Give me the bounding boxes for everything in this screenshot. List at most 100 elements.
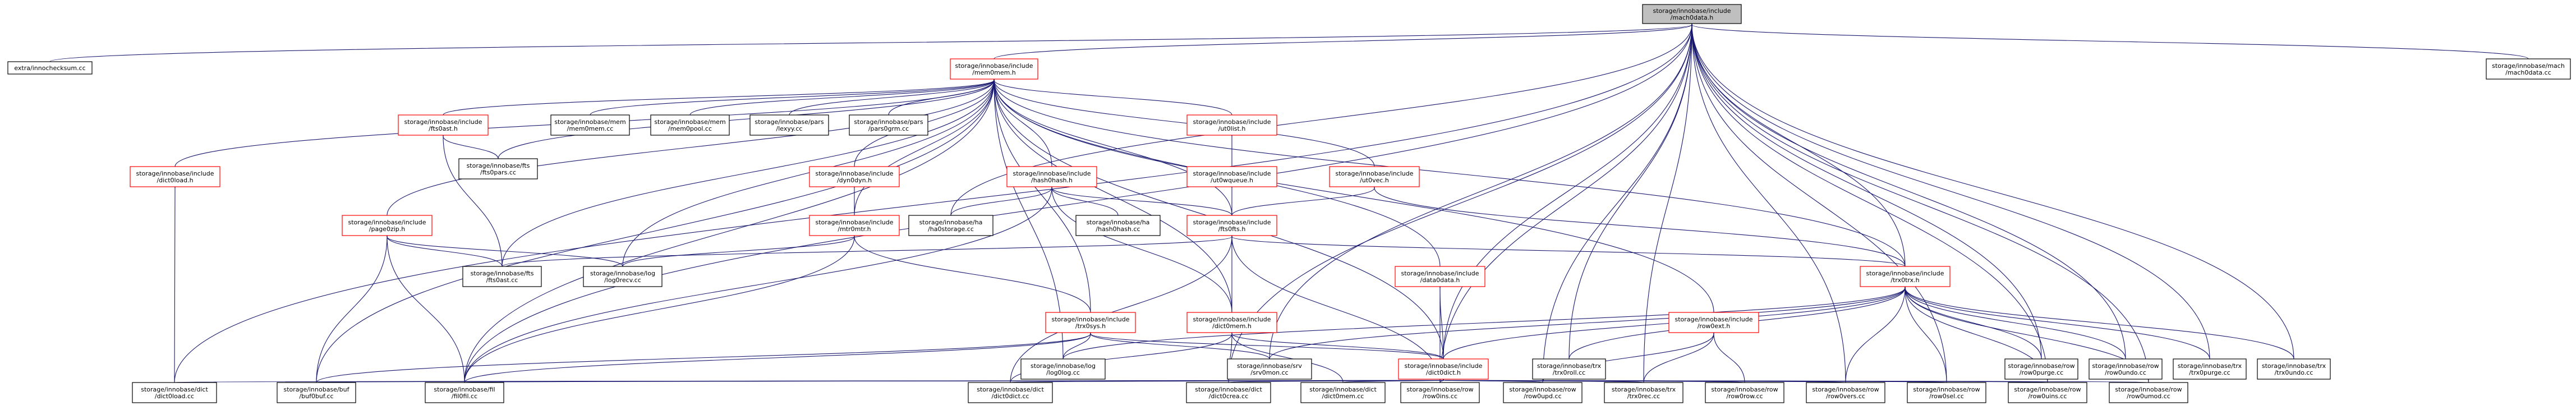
node-mem0mem[interactable]: storage/innobase/include/mem0mem.h — [950, 58, 1038, 80]
node-box — [1642, 4, 1742, 24]
edge-dict0dict-to-row0umod_cc — [1438, 375, 2149, 383]
node-row0row_cc[interactable]: storage/innobase/row/row0row.cc — [1705, 382, 1784, 403]
edge-mem0mem-to-mtr0mtr — [854, 75, 997, 216]
node-label-line: storage/innobase/include — [404, 118, 482, 126]
node-box — [1045, 312, 1136, 333]
node-ha0storage[interactable]: storage/innobase/ha/ha0storage.cc — [908, 215, 993, 236]
node-label-line: storage/innobase/include — [1193, 170, 1271, 177]
node-lexyy_cc[interactable]: storage/innobase/pars/lexyy.cc — [749, 114, 829, 136]
node-label-line: storage/innobase/ha — [919, 219, 983, 226]
node-box — [1907, 382, 1986, 403]
node-dict0load[interactable]: storage/innobase/include/dict0load.h — [130, 166, 220, 187]
node-ut0wqueue[interactable]: storage/innobase/include/ut0wqueue.h — [1186, 166, 1277, 187]
node-box — [1227, 358, 1312, 380]
node-mem0pool_cc[interactable]: storage/innobase/mem/mem0pool.cc — [650, 114, 730, 136]
node-label-line: /fil0fil.cc — [452, 393, 477, 400]
edge-trx0trx-to-trx0purge_cc — [1902, 282, 2210, 360]
node-label-line: storage/innobase/dict — [977, 386, 1044, 393]
node-row0umod_cc[interactable]: storage/innobase/row/row0umod.cc — [2109, 382, 2188, 403]
node-box — [809, 166, 900, 187]
node-trx0trx[interactable]: storage/innobase/include/trx0trx.h — [1860, 266, 1951, 287]
node-label-line: storage/innobase/ha — [1087, 219, 1150, 226]
edge-mem0mem-to-trx0sys — [991, 75, 1091, 313]
node-row0ext[interactable]: storage/innobase/include/row0ext.h — [1668, 312, 1759, 333]
node-label-line: storage/innobase/fts — [467, 162, 530, 169]
node-fts0fts[interactable]: storage/innobase/include/fts0fts.h — [1186, 215, 1277, 236]
node-label-line: /mach0data.h — [1671, 14, 1713, 21]
node-dyn0dyn[interactable]: storage/innobase/include/dyn0dyn.h — [809, 166, 900, 187]
node-trx0roll_cc[interactable]: storage/innobase/trx/trx0roll.cc — [1532, 358, 1606, 380]
node-row0vers_cc[interactable]: storage/innobase/row/row0vers.cc — [1806, 382, 1885, 403]
node-data0data[interactable]: storage/innobase/include/data0data.h — [1395, 266, 1485, 287]
node-row0ins_cc[interactable]: storage/innobase/row/row0ins.cc — [1400, 382, 1480, 403]
node-box — [1186, 312, 1277, 333]
node-log0recv_cc[interactable]: storage/innobase/log/log0recv.cc — [583, 266, 663, 287]
edge-trx0sys-to-fil0fil_cc — [464, 328, 1093, 383]
node-buf0buf_cc[interactable]: storage/innobase/buf/buf0buf.cc — [277, 382, 356, 403]
node-box — [1020, 358, 1106, 380]
node-label-line: /log0recv.cc — [604, 277, 641, 284]
node-fil0fil_cc[interactable]: storage/innobase/fil/fil0fil.cc — [425, 382, 504, 403]
node-trx0undo_cc[interactable]: storage/innobase/trx/trx0undo.cc — [2257, 358, 2331, 380]
node-mem0mem_cc[interactable]: storage/innobase/mem/mem0mem.cc — [550, 114, 630, 136]
node-dict0dict_cc[interactable]: storage/innobase/dict/dict0dict.cc — [968, 382, 1053, 403]
node-srv0mon_cc[interactable]: storage/innobase/srv/srv0mon.cc — [1227, 358, 1312, 380]
node-row0undo_cc[interactable]: storage/innobase/row/row0undo.cc — [2089, 358, 2163, 380]
node-fts0pars_cc[interactable]: storage/innobase/fts/fts0pars.cc — [458, 158, 538, 179]
node-page0zip[interactable]: storage/innobase/include/page0zip.h — [342, 215, 433, 236]
node-label-line: storage/innobase/include — [1051, 316, 1129, 323]
node-dict0load_cc[interactable]: storage/innobase/dict/dict0load.cc — [132, 382, 217, 403]
node-log0log_cc[interactable]: storage/innobase/log/log0log.cc — [1020, 358, 1106, 380]
node-row0upd_cc[interactable]: storage/innobase/row/row0upd.cc — [1503, 382, 1583, 403]
node-label-line: /mach0data.cc — [2505, 69, 2551, 76]
node-crc[interactable]: extra/innochecksum.cc — [7, 61, 93, 75]
node-box — [1532, 358, 1606, 380]
node-label-line: /dict0dict.cc — [991, 393, 1029, 400]
node-box — [130, 166, 220, 187]
edge-mem0mem-to-trx0trx — [991, 75, 1906, 267]
node-label-line: /row0upd.cc — [1524, 393, 1561, 400]
node-label-line: storage/innobase/dict — [1195, 386, 1262, 393]
node-pars0grm_cc[interactable]: storage/innobase/pars/pars0grm.cc — [849, 114, 928, 136]
node-box — [342, 215, 433, 236]
node-root: storage/innobase/include/mach0data.h — [1642, 4, 1742, 24]
node-trx0purge_cc[interactable]: storage/innobase/trx/trx0purge.cc — [2173, 358, 2247, 380]
node-label-line: storage/innobase/mem — [654, 118, 725, 126]
node-label-line: /fts0ast.h — [429, 125, 458, 132]
edge-fts0fts-to-fts0ast_cc — [502, 231, 1235, 267]
node-mtr0mtr[interactable]: storage/innobase/include/mtr0mtr.h — [809, 215, 900, 236]
node-box — [968, 382, 1053, 403]
node-row0uins_cc[interactable]: storage/innobase/row/row0uins.cc — [2008, 382, 2087, 403]
node-row0purge_cc[interactable]: storage/innobase/row/row0purge.cc — [2004, 358, 2078, 380]
node-box — [809, 215, 900, 236]
node-ut0vec[interactable]: storage/innobase/include/ut0vec.h — [1329, 166, 1420, 187]
node-label-line: storage/innobase/trx — [2178, 362, 2242, 370]
node-label-line: storage/innobase/pars — [854, 118, 923, 126]
node-trx0sys[interactable]: storage/innobase/include/trx0sys.h — [1045, 312, 1136, 333]
node-hash0hash_cc[interactable]: storage/innobase/ha/hash0hash.cc — [1075, 215, 1161, 236]
node-dict0mem[interactable]: storage/innobase/include/dict0mem.h — [1186, 312, 1277, 333]
node-label-line: /hash0hash.h — [1031, 177, 1073, 184]
node-dict0crea_cc[interactable]: storage/innobase/dict/dict0crea.cc — [1186, 382, 1271, 403]
node-trx0rec_cc[interactable]: storage/innobase/trx/trx0rec.cc — [1604, 382, 1683, 403]
node-machdata_cc[interactable]: storage/innobase/mach/mach0data.cc — [2486, 58, 2571, 80]
edge-trx0trx-to-row0sel_cc — [1902, 282, 1947, 383]
edge-root-to-trx0roll_cc — [1568, 19, 1695, 360]
node-label-line: storage/innobase/include — [815, 170, 893, 177]
node-dict0mem_cc[interactable]: storage/innobase/dict/dict0mem.cc — [1300, 382, 1386, 403]
node-ut0list[interactable]: storage/innobase/include/ut0list.h — [1186, 114, 1277, 136]
node-label-line: /page0zip.h — [369, 225, 405, 233]
node-label-line: /row0sel.cc — [1929, 393, 1964, 400]
node-row0sel_cc[interactable]: storage/innobase/row/row0sel.cc — [1907, 382, 1986, 403]
node-fts0ast[interactable]: storage/innobase/include/fts0ast.h — [398, 114, 489, 136]
node-box — [2173, 358, 2247, 380]
edge-mem0mem-to-fts0pars_cc — [498, 75, 997, 159]
node-hash0hash[interactable]: storage/innobase/include/hash0hash.h — [1006, 166, 1097, 187]
node-label-line: /mtr0mtr.h — [838, 225, 871, 233]
node-dict0dict[interactable]: storage/innobase/include/dict0dict.h — [1398, 358, 1489, 380]
node-fts0ast_cc[interactable]: storage/innobase/fts/fts0ast.cc — [462, 266, 542, 287]
node-box — [132, 382, 217, 403]
node-box — [1860, 266, 1951, 287]
node-label-line: storage/innobase/pars — [755, 118, 824, 126]
edge-root-to-row0ins_cc — [1439, 19, 1695, 383]
